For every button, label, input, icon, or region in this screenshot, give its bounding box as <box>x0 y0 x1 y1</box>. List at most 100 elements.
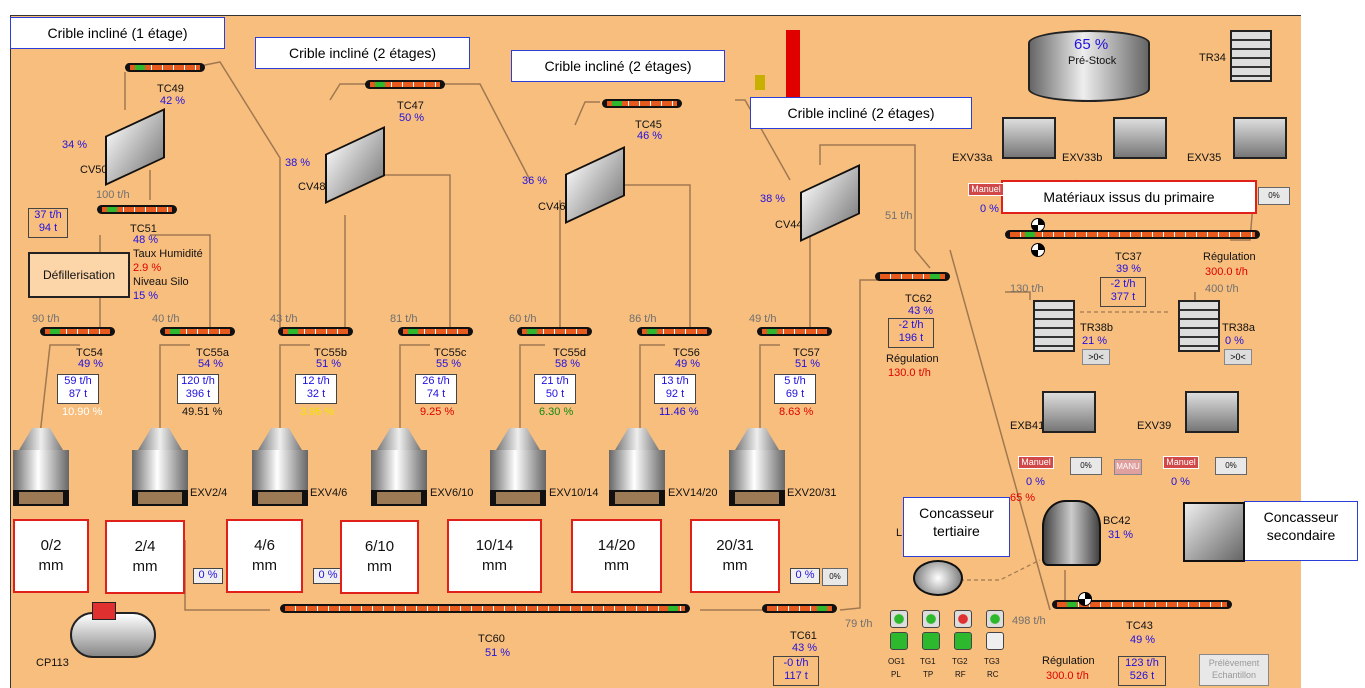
caption-screen-2-deck-b: Crible incliné (2 étages) <box>511 50 725 82</box>
tc61-flow: 79 t/h <box>845 618 873 630</box>
secondary-crusher[interactable] <box>1183 502 1245 562</box>
tc56-label: TC56 <box>673 347 700 359</box>
tc62-pct: 43 % <box>908 305 934 317</box>
silo-4[interactable] <box>371 428 427 506</box>
prestock-label: Pré-Stock <box>1068 55 1117 67</box>
conveyor-tc54[interactable] <box>40 327 115 336</box>
exv33a-manual-button[interactable]: Manuel <box>968 183 1004 196</box>
tc47-pct: 50 % <box>399 112 425 124</box>
conveyor-tc56[interactable] <box>637 327 712 336</box>
exv39-label: EXV39 <box>1137 420 1172 432</box>
cv48-pct: 38 % <box>285 157 311 169</box>
silo-roof <box>258 428 302 450</box>
prestock-tank[interactable] <box>1028 30 1150 102</box>
silo-7[interactable] <box>729 428 785 506</box>
conveyor-tc55a[interactable] <box>160 327 235 336</box>
hopper-tr38a[interactable] <box>1178 300 1220 352</box>
feeder-exv35[interactable] <box>1233 117 1287 159</box>
tc54-pct: 49 % <box>78 358 104 370</box>
conveyor-tc55c[interactable] <box>398 327 473 336</box>
tc55b-flow-in: 43 t/h <box>270 313 298 325</box>
status-icon-2[interactable] <box>922 632 940 650</box>
silo-body <box>490 450 546 490</box>
size-card-text: 20/31 mm <box>716 537 754 574</box>
tr38a-label: TR38a <box>1222 322 1256 334</box>
tc56-flow-in: 86 t/h <box>629 313 657 325</box>
manu-button[interactable]: MANU <box>1114 459 1142 475</box>
feeder-exb41[interactable] <box>1042 391 1096 433</box>
conveyor-tc62[interactable] <box>875 272 950 281</box>
conveyor-tc47[interactable] <box>365 80 445 89</box>
sample-button[interactable]: Prélèvement Echantillon <box>1199 654 1269 686</box>
exv-pct-2: 0 % <box>313 568 343 584</box>
silo-fill <box>19 492 63 504</box>
conveyor-tc37[interactable] <box>1005 230 1260 239</box>
status-label-4: TG3 <box>984 657 1000 666</box>
status-light-3[interactable] <box>954 610 972 628</box>
tc57-moisture: 8.63 % <box>779 406 814 418</box>
crusher-bc42[interactable] <box>1042 500 1101 566</box>
feeder-exv33b[interactable] <box>1113 117 1167 159</box>
size-card-text: 0/2 mm <box>38 537 64 574</box>
tc61-pct: 43 % <box>792 642 818 654</box>
status-icon-1[interactable] <box>890 632 908 650</box>
exv39-manual-button[interactable]: Manuel <box>1163 456 1199 469</box>
feeder-exv33a[interactable] <box>1002 117 1056 159</box>
conveyor-tc51[interactable] <box>97 205 177 214</box>
conveyor-tc61[interactable] <box>762 604 837 613</box>
hopper-tr34[interactable] <box>1230 30 1272 82</box>
exb41-pct-button[interactable]: 0% <box>1070 457 1102 475</box>
status-light-2[interactable] <box>922 610 940 628</box>
silo-body <box>729 450 785 490</box>
conveyor-tc60[interactable] <box>280 604 690 613</box>
conveyor-tc55d[interactable] <box>517 327 592 336</box>
status-light-1[interactable] <box>890 610 908 628</box>
silo-2[interactable] <box>132 428 188 506</box>
status-light-4[interactable] <box>986 610 1004 628</box>
size-card-text: 4/6 mm <box>252 537 277 574</box>
silo-3[interactable] <box>252 428 308 506</box>
caption-primary-material: Matériaux issus du primaire <box>1001 180 1257 214</box>
conveyor-tc55b[interactable] <box>278 327 353 336</box>
conveyor-tc45[interactable] <box>602 99 682 108</box>
tc49-label: TC49 <box>157 83 184 95</box>
silo-body <box>252 450 308 490</box>
status-icon-4[interactable] <box>986 632 1004 650</box>
exv-pct-button-6[interactable]: 0% <box>822 568 848 586</box>
silo-1[interactable] <box>13 428 69 506</box>
tertiary-crusher-pump[interactable] <box>913 560 963 596</box>
size-card-text: 10/14 mm <box>475 537 514 574</box>
tc55a-flow-in: 40 t/h <box>152 313 180 325</box>
conveyor-tc49[interactable] <box>125 63 205 72</box>
conveyor-tc43[interactable] <box>1052 600 1232 609</box>
feeder-exv39[interactable] <box>1185 391 1239 433</box>
hopper-tr38b[interactable] <box>1033 300 1075 352</box>
tc62-label: TC62 <box>905 293 932 305</box>
exv4-6-label: EXV4/6 <box>310 487 348 499</box>
exv33b-label: EXV33b <box>1062 152 1103 164</box>
status-label-3: TG2 <box>952 657 968 666</box>
defill-button[interactable]: Défillerisation <box>28 252 130 298</box>
cv48-label: CV48 <box>298 181 326 193</box>
tr38b-reset-button[interactable]: >0< <box>1082 349 1110 365</box>
conveyor-tc57[interactable] <box>757 327 832 336</box>
silo-6[interactable] <box>609 428 665 506</box>
silo-roof <box>615 428 659 450</box>
size-card-3: 4/6 mm <box>226 519 303 593</box>
exv35-pct-button[interactable]: 0% <box>1258 187 1290 205</box>
status-icon-3[interactable] <box>954 632 972 650</box>
silo-roof <box>735 428 779 450</box>
silo-fill <box>258 492 302 504</box>
tc51-pct: 48 % <box>133 234 159 246</box>
silo-5[interactable] <box>490 428 546 506</box>
exb41-alarm-pct: 65 % <box>1010 492 1036 504</box>
tc57-pct: 51 % <box>795 358 821 370</box>
exv39-pct-button[interactable]: 0% <box>1215 457 1247 475</box>
tr38a-reset-button[interactable]: >0< <box>1224 349 1252 365</box>
exb41-manual-button[interactable]: Manuel <box>1018 456 1054 469</box>
cv50-label: CV50 <box>80 164 108 176</box>
